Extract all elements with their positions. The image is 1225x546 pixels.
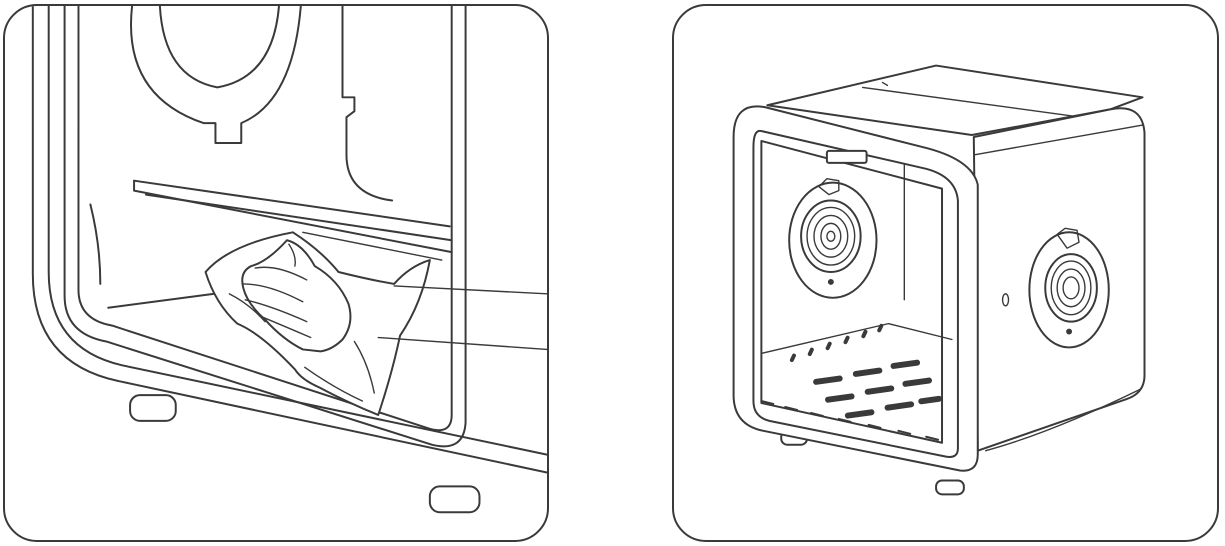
side-fan-grille	[1044, 253, 1098, 323]
vent-mount-outer	[130, 6, 302, 144]
motion-line	[377, 336, 547, 351]
finger-line	[254, 266, 308, 281]
back-fan-grille	[800, 199, 862, 273]
side-top-edge	[973, 124, 1144, 156]
hand-icon	[241, 239, 352, 353]
side-bottom-edge	[985, 388, 1142, 452]
side-fan-latch	[1056, 227, 1080, 249]
finger-line	[244, 299, 308, 323]
front-right-foot	[428, 485, 481, 514]
floor-line	[302, 231, 443, 261]
motion-line	[393, 285, 547, 295]
top-panel-seam	[861, 86, 1082, 118]
front-left-foot	[129, 394, 177, 422]
shelf-front-edge	[133, 179, 453, 254]
back-fan-grille-rings	[806, 206, 856, 266]
floor-back-edge	[107, 292, 215, 309]
cloth-fold	[228, 293, 266, 323]
top-panel-seam	[881, 81, 889, 87]
interior-left-wall-edge	[89, 203, 102, 285]
handle-slot	[825, 149, 868, 164]
dryer-box-illustration	[732, 64, 1146, 496]
shelf-underside	[144, 193, 453, 242]
shelf-top-edge	[133, 179, 451, 228]
finger-line	[258, 314, 312, 339]
wipe-interior-illustration	[31, 6, 547, 514]
outer-shell-inner-line	[47, 6, 547, 456]
cloth-fold	[353, 340, 375, 394]
front-opening-outer	[752, 129, 959, 458]
back-fan-latch	[818, 178, 840, 196]
vent-mount-inner	[158, 6, 280, 89]
finger-line	[242, 283, 304, 303]
door-frame-inner	[77, 6, 453, 432]
side-fan-screw	[1066, 328, 1073, 335]
side-fan-grille-rings	[1050, 260, 1092, 316]
back-fan-screw	[827, 278, 834, 285]
interior-right-wall-edge	[341, 6, 394, 202]
panel-dryer-overview	[672, 4, 1219, 542]
floor-vent-slots	[789, 323, 942, 419]
interior-floor-edge	[760, 322, 953, 355]
interior-back-wall	[760, 139, 944, 444]
panel-wipe-interior	[3, 4, 549, 542]
foot-front-right	[935, 479, 965, 496]
thumb-line	[288, 243, 296, 267]
outer-shell-outline	[31, 6, 547, 474]
side-port	[1001, 293, 1010, 307]
front-bottom-notches	[760, 400, 940, 441]
door-frame-outer	[63, 6, 467, 448]
cloth-fold	[304, 366, 364, 402]
